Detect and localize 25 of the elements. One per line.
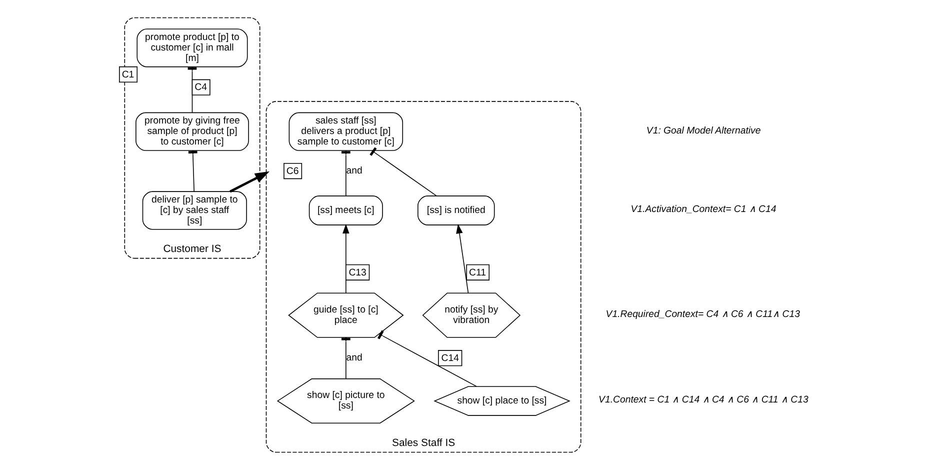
node-box: sales staff [ss] delivers a product [p] sample to customer [c] (288, 112, 404, 151)
edge-label: C13 (348, 267, 366, 278)
edge-label: and (346, 352, 362, 364)
edge-label: C14 (441, 352, 459, 364)
label: V1: Goal Model Alternative (646, 125, 761, 136)
edge-label: C4 (194, 82, 207, 94)
connector (377, 330, 477, 387)
connector (341, 337, 350, 380)
edge-label: C11 (469, 267, 486, 278)
arrow (230, 171, 270, 193)
node-box: [ss] meets [c] (308, 196, 383, 226)
edge-label: C6 (286, 166, 299, 177)
label: V1.Context = C1 ∧ C14 ∧ C4 ∧ C6 ∧ C11 ∧ C13 (598, 394, 808, 406)
label: V1.Activation_Context= C1 ∧ C14 (630, 204, 776, 216)
node-box: deliver [p] sample to [c] by sales staff [ss] (142, 191, 247, 230)
arrow (456, 224, 469, 294)
connector (188, 150, 198, 192)
arrow (342, 224, 350, 294)
node-box: promote by giving free sample of product [p] to customer [c] (136, 112, 249, 151)
node-label: C1 (122, 69, 134, 80)
label: V1.Required_Context= C4 ∧ C6 ∧ C11∧ C13 (606, 308, 800, 320)
connector (370, 147, 437, 196)
node-box: [ss] is notified (418, 196, 495, 226)
connector (341, 150, 350, 196)
edge-label: and (346, 166, 362, 177)
